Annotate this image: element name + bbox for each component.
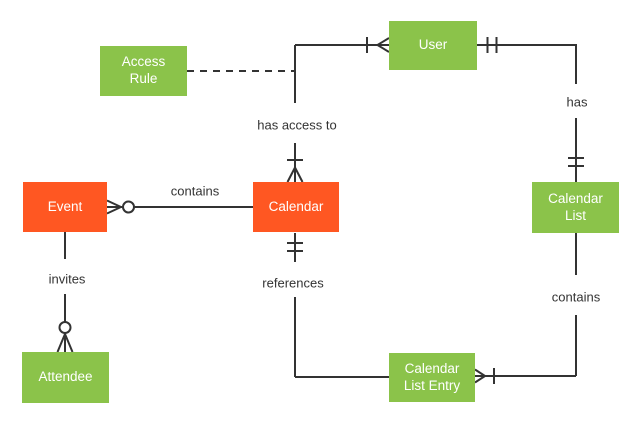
entity-attendee: Attendee bbox=[22, 352, 109, 403]
entity-calendar-list: Calendar List bbox=[532, 182, 619, 233]
connector-user-calendar-list bbox=[477, 37, 584, 182]
entity-user-label: User bbox=[418, 37, 448, 53]
entity-user: User bbox=[389, 21, 477, 70]
cardinality-one-or-many-icon bbox=[366, 37, 390, 53]
connector-event-attendee bbox=[56, 232, 74, 353]
cardinality-exactly-one-icon bbox=[568, 157, 584, 167]
entity-event: Event bbox=[23, 182, 107, 232]
relationship-label-references: references bbox=[259, 274, 327, 292]
entity-calendar: Calendar bbox=[253, 182, 339, 232]
cardinality-one-or-many-icon bbox=[474, 368, 495, 384]
relationship-label-invites: invites bbox=[45, 270, 89, 288]
cardinality-exactly-one-icon bbox=[287, 242, 303, 252]
relationship-label-contains: contains bbox=[167, 182, 223, 200]
entity-event-label: Event bbox=[47, 198, 83, 214]
relationship-label-contains-list: contains bbox=[548, 288, 604, 306]
entity-calendar-list-label: Calendar List bbox=[548, 190, 603, 223]
cardinality-zero-or-many-icon bbox=[56, 321, 74, 353]
entity-calendar-list-entry: Calendar List Entry bbox=[389, 353, 475, 402]
cardinality-zero-or-many-icon bbox=[106, 199, 135, 215]
entity-calendar-label: Calendar bbox=[268, 198, 324, 214]
cardinality-exactly-one-icon bbox=[486, 37, 498, 53]
relationship-label-has: has bbox=[563, 93, 591, 111]
entity-attendee-label: Attendee bbox=[38, 369, 93, 385]
connector-calendar-list-entry bbox=[474, 233, 577, 384]
connector-calendar-user bbox=[286, 37, 390, 183]
entity-access-rule: Access Rule bbox=[100, 46, 187, 96]
connector-calendar-entry bbox=[287, 233, 389, 378]
relationship-label-has-access-to: has access to bbox=[254, 116, 340, 134]
entity-calendar-list-entry-label: Calendar List Entry bbox=[403, 360, 461, 393]
connector-event-calendar bbox=[106, 199, 253, 215]
cardinality-one-or-many-icon bbox=[286, 159, 304, 183]
entity-access-rule-label: Access Rule bbox=[121, 54, 166, 86]
